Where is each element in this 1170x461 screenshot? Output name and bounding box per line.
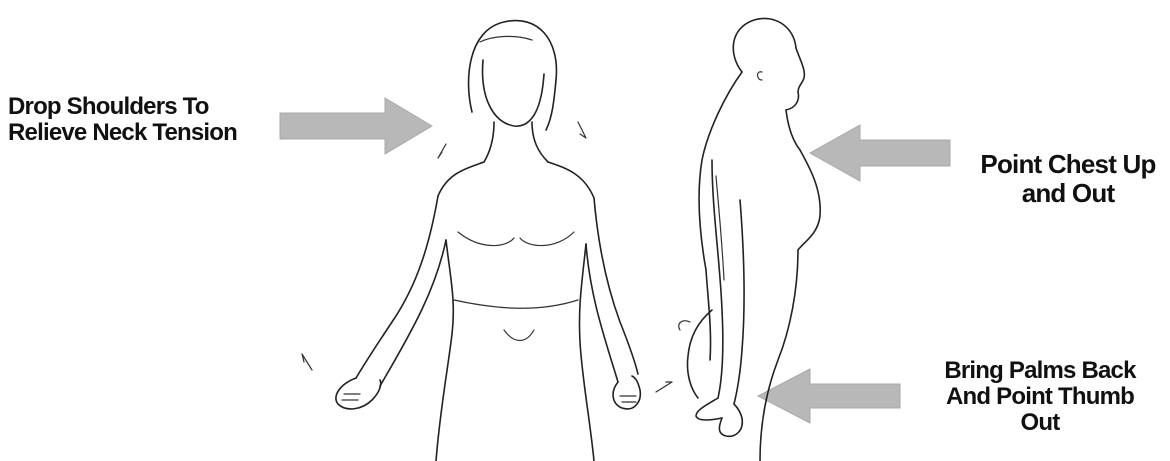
arrow-palms-icon xyxy=(758,369,900,423)
arrow-chest-icon xyxy=(810,125,950,181)
front-figure-icon xyxy=(302,21,672,461)
arrow-neck-icon xyxy=(280,98,432,154)
